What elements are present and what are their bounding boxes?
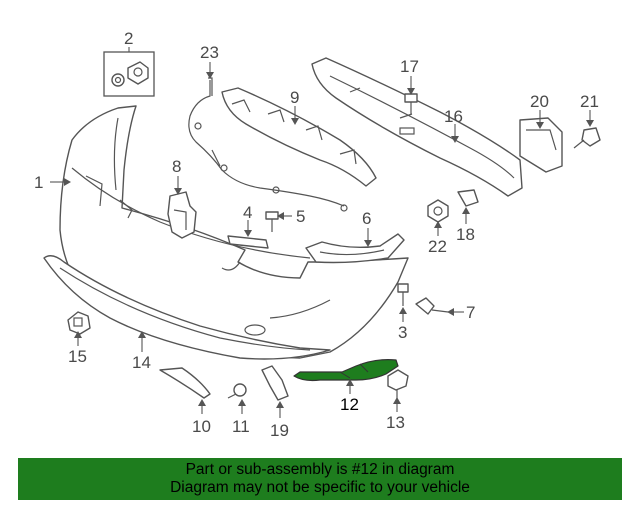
callout-21: 21 (580, 92, 599, 111)
part-11-screw (227, 383, 247, 399)
part-4-plate (227, 235, 269, 249)
parts-diagram: 1 2 3 4 5 6 7 8 9 10 11 12 13 14 15 16 1… (34, 29, 601, 440)
part-13-push-clip (387, 369, 409, 400)
part-12-highlighted-bracket (293, 359, 399, 382)
banner-line-2: Diagram may not be specific to your vehi… (170, 479, 470, 496)
callout-11: 11 (232, 417, 250, 436)
part-6-side-bracket (305, 233, 405, 264)
part-2-clip (103, 51, 155, 97)
callout-7: 7 (466, 303, 475, 322)
part-19-bracket (261, 365, 289, 401)
part-9-absorber (221, 87, 377, 187)
callout-10: 10 (192, 417, 211, 436)
callout-19: 19 (270, 421, 289, 440)
part-21-bolt (573, 127, 601, 149)
part-23-wiring-harness (188, 77, 348, 212)
callout-22: 22 (428, 237, 447, 256)
callout-8: 8 (172, 157, 181, 176)
info-banner: Part or sub-assembly is #12 in diagram D… (18, 458, 622, 500)
part-22-nut (427, 199, 449, 223)
part-10-side-trim (159, 367, 211, 399)
callout-23: 23 (200, 43, 219, 62)
callout-12: 12 (340, 395, 359, 414)
callout-4: 4 (243, 203, 252, 222)
banner-line-1: Part or sub-assembly is #12 in diagram (185, 461, 455, 478)
part-15-clip (67, 311, 91, 335)
part-8-bracket (167, 191, 197, 239)
part-16-reinforcement (311, 57, 523, 197)
part-14-lower-valance (43, 255, 331, 360)
callout-labels: 1 2 3 4 5 6 7 8 9 10 11 12 13 14 15 16 1… (34, 29, 599, 440)
callout-17: 17 (400, 57, 419, 76)
callout-18: 18 (456, 225, 475, 244)
callout-20: 20 (530, 92, 549, 111)
callout-2: 2 (124, 29, 133, 48)
callout-1: 1 (34, 173, 43, 192)
callout-6: 6 (362, 209, 371, 228)
callout-14: 14 (132, 353, 151, 372)
part-1-bumper-cover (59, 105, 409, 359)
part-5-screw (265, 211, 279, 232)
part-18-clip (457, 189, 479, 207)
callout-9: 9 (290, 88, 299, 107)
callout-16: 16 (444, 107, 463, 126)
callout-13: 13 (386, 413, 405, 432)
callout-15: 15 (68, 347, 87, 366)
callout-5: 5 (296, 207, 305, 226)
callout-3: 3 (398, 323, 407, 342)
part-20-bracket (519, 117, 563, 173)
part-7-bolt (415, 297, 449, 315)
part-3-bolt (397, 283, 409, 306)
